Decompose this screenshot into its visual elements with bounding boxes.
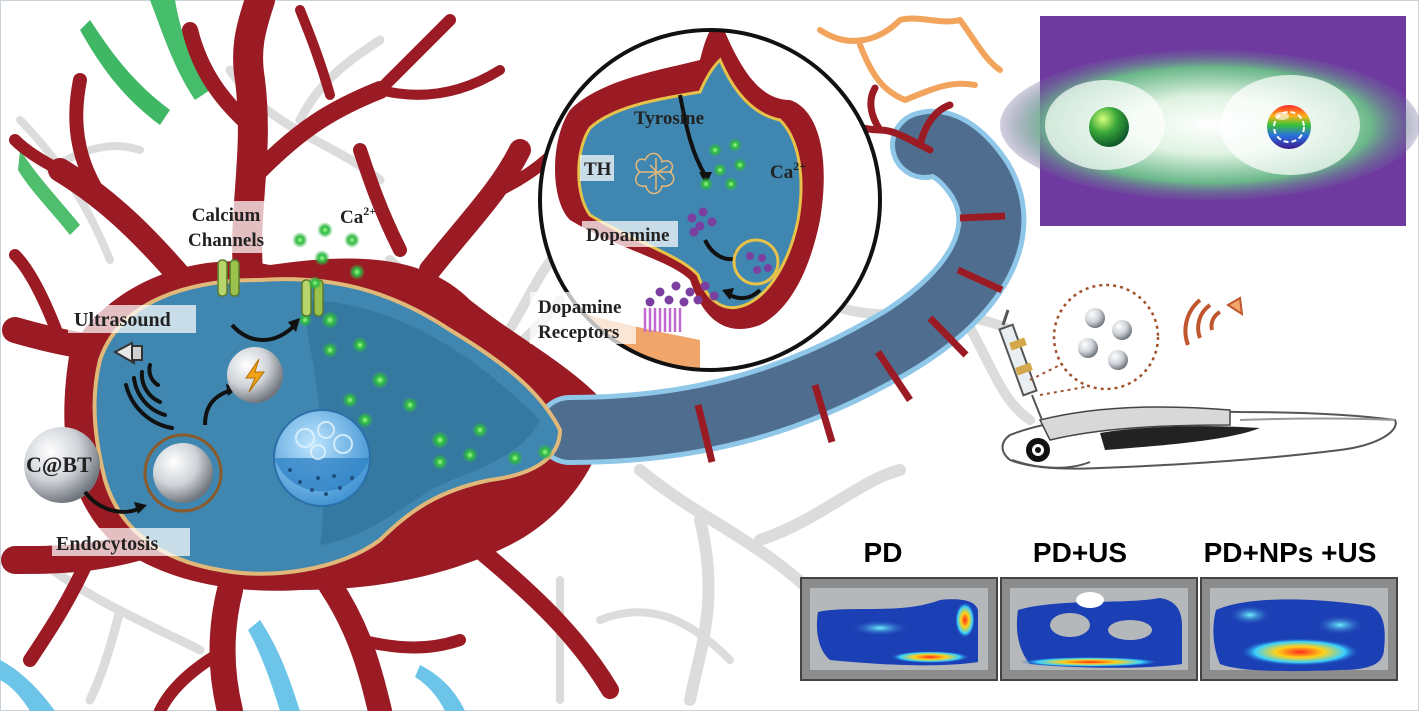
dopamine-molecules	[687, 207, 717, 237]
ca-inset-label: Ca2+	[770, 159, 806, 183]
zebrafish-larva	[1001, 406, 1397, 470]
calcium-channels-label-line1: Calcium	[192, 205, 261, 226]
arrow-endocytosis	[83, 490, 141, 514]
intracellular-calcium	[298, 311, 553, 470]
th-label: TH	[584, 159, 612, 180]
heatmap-panel-pd-us	[1000, 577, 1198, 681]
dopamine-receptors-label-line1: Dopamine	[538, 297, 621, 318]
synaptic-vesicle	[732, 238, 780, 286]
ultrasound-label: Ultrasound	[74, 309, 171, 331]
arrow-endocytosis-head	[134, 502, 147, 514]
colored-neuron-fragments	[0, 0, 1003, 711]
dopamine-label: Dopamine	[586, 225, 669, 246]
ultrasound-transducer-icon	[112, 341, 143, 365]
nanoparticle-zoom	[1029, 283, 1160, 396]
ca-ion-label: Ca2+	[340, 204, 376, 228]
dopamine-receptors	[643, 308, 682, 332]
cbt-label: C@BT	[26, 452, 92, 477]
tyrosine-calcium	[699, 138, 747, 191]
endocytosis-label: Endocytosis	[56, 533, 158, 555]
th-enzyme	[635, 152, 675, 195]
lightning-icon	[245, 358, 265, 393]
fluorescence-inset	[1000, 16, 1419, 226]
calcium-channel-right	[301, 276, 324, 317]
labels: Calcium Channels Ca2+ Ultrasound C@BT En…	[26, 108, 1376, 568]
tyrosine-label: Tyrosine	[634, 108, 704, 129]
nucleus	[273, 409, 371, 507]
ultrasound-waves-icon	[124, 363, 174, 430]
calcium-channels-label-line2: Channels	[188, 230, 264, 251]
cbt-nanoparticle	[24, 427, 100, 503]
arrow-channel-activation	[230, 323, 297, 342]
panel-label-pd-nps-us: PD+NPs +US	[1204, 537, 1377, 568]
released-dopamine	[645, 281, 719, 307]
syringe-icon	[998, 309, 1043, 421]
axon	[535, 84, 1027, 465]
neuron-dendrites	[1, 0, 619, 711]
heatmap-panel-pd-nps-us	[1200, 577, 1398, 681]
endocytosis-vesicle	[143, 433, 223, 513]
ultrasound-speaker-icon	[1183, 296, 1244, 346]
panel-label-pd-us: PD+US	[1033, 537, 1127, 568]
heatmap-panel-pd	[800, 577, 998, 681]
extracellular-calcium	[292, 222, 365, 280]
panel-label-pd: PD	[864, 537, 903, 568]
dopamine-receptors-label-line2: Receptors	[538, 322, 619, 343]
activated-nanoparticle	[227, 347, 283, 403]
calcium-channel-left	[217, 259, 240, 297]
arrow-channel-activation-head	[288, 318, 300, 332]
